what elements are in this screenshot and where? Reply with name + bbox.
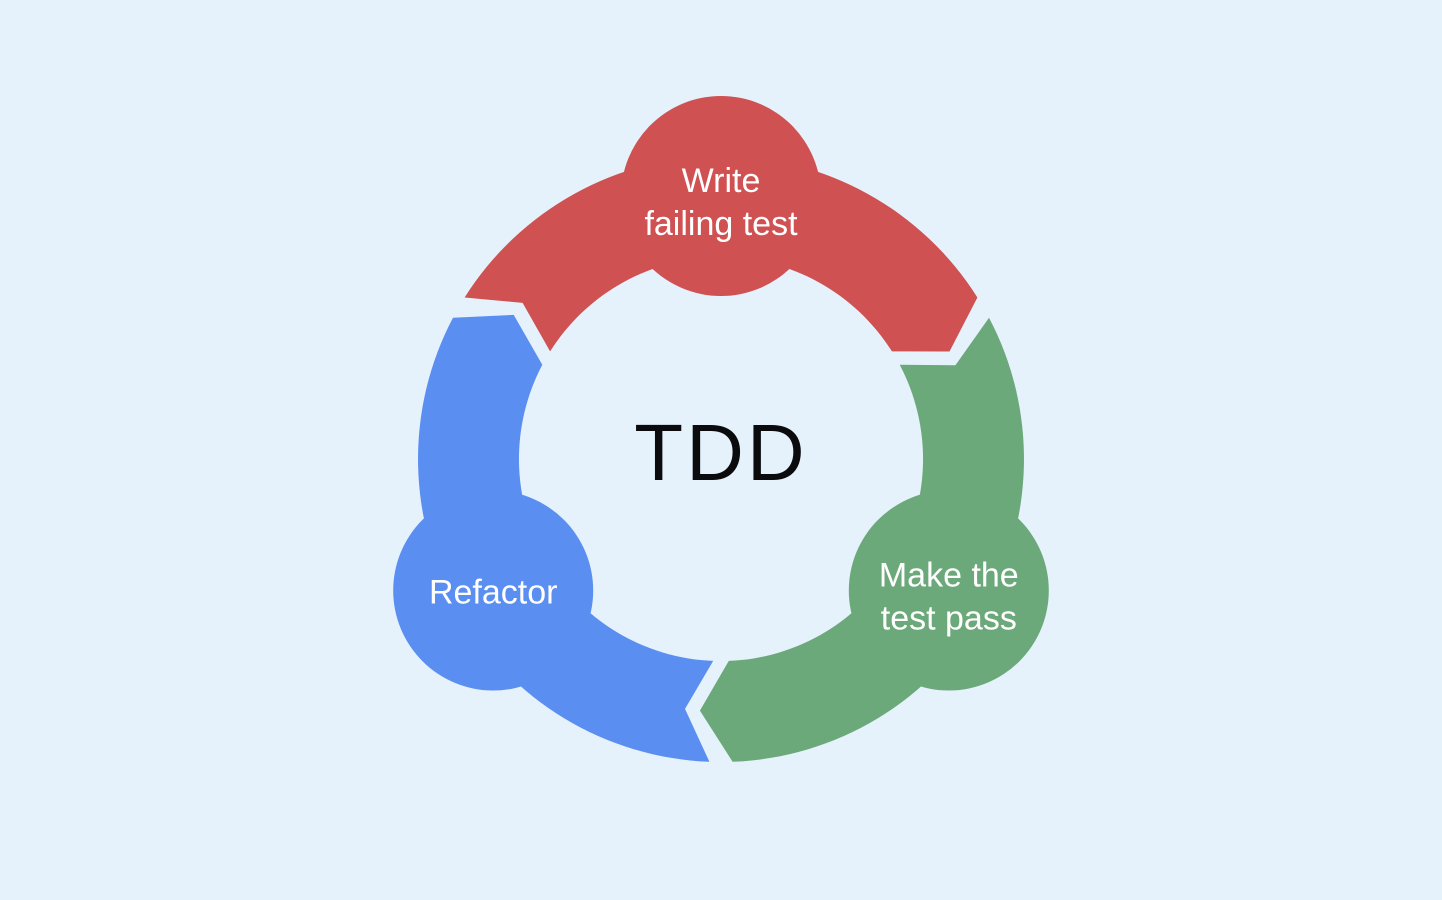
node-circle-refactor [393,490,594,691]
node-label-line: test pass [881,600,1017,638]
node-circle-make-the-test-pass [848,490,1049,691]
node-label-line: failing test [644,205,798,243]
node-circle-write-failing-test [621,96,821,296]
node-label-refactor: Refactor [429,574,558,612]
node-label-make-the-test-pass: Make the test pass [879,557,1019,638]
node-label-line: Make the [879,557,1019,595]
node-label-line: Refactor [429,574,558,612]
node-label-write-failing-test: Write failing test [644,162,798,243]
center-title: TDD [634,408,807,497]
node-label-line: Write [682,162,761,200]
